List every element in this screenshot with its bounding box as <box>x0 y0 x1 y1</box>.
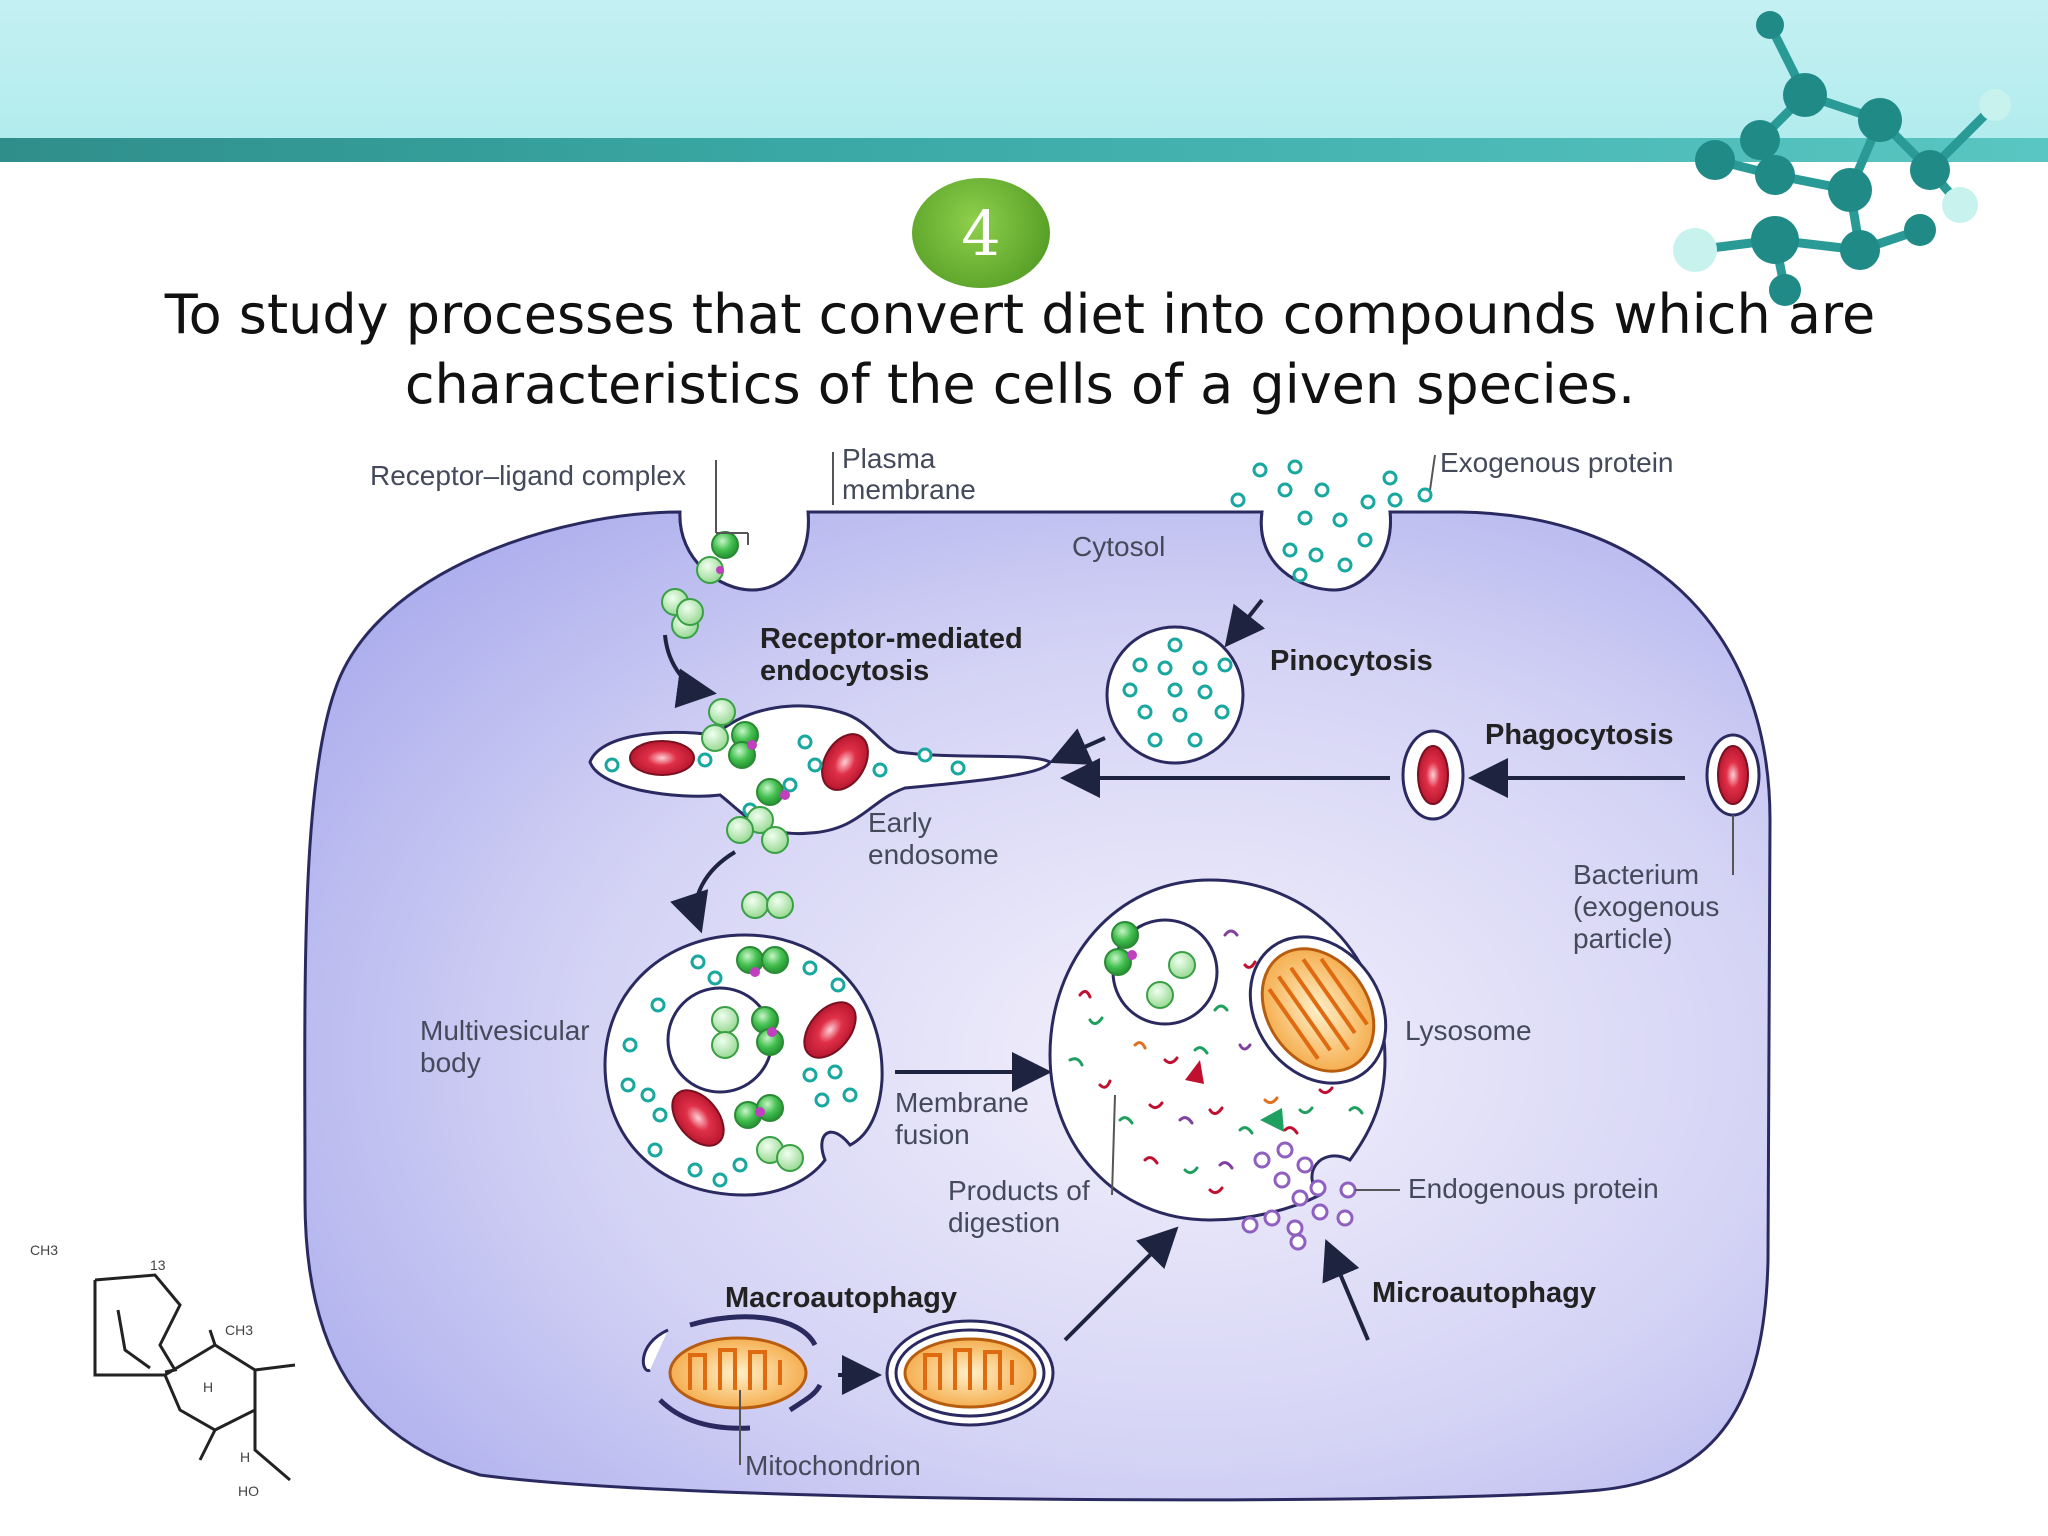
label-membrane-fusion-line-1: Membrane <box>895 1087 1029 1118</box>
exogenous-protein-particles <box>1230 459 1433 583</box>
slide-title-line-2: characteristics of the cells of a given … <box>404 353 1636 416</box>
early-endosome <box>588 698 1052 854</box>
slide-title-line-1: To study processes that convert diet int… <box>164 283 1876 346</box>
label-mvb-line-2: body <box>420 1047 481 1078</box>
slide-title: To study processes that convert diet int… <box>100 280 1940 420</box>
label-bacterium-line-1: Bacterium <box>1573 859 1699 890</box>
label-receptor-ligand-complex: Receptor–ligand complex <box>370 460 686 491</box>
mitochondrion-isolation-membrane <box>641 1314 823 1431</box>
slide-number: 4 <box>961 196 1001 270</box>
autophagosome <box>885 1319 1055 1427</box>
label-rme-line-2: endocytosis <box>760 655 929 687</box>
label-cytosol: Cytosol <box>1072 531 1165 562</box>
label-microautophagy: Microautophagy <box>1372 1277 1596 1309</box>
svg-text:H: H <box>240 1449 250 1465</box>
slide-number-badge: 4 <box>912 178 1050 288</box>
arrow-pinocytosis-entry <box>1224 598 1266 648</box>
label-lysosome: Lysosome <box>1405 1015 1532 1046</box>
arrow-endosome-to-mvb <box>670 850 737 934</box>
label-mvb-line-1: Multivesicular <box>420 1015 590 1046</box>
svg-text:CH3: CH3 <box>30 1242 58 1258</box>
arrow-pinocytosis-to-endosome <box>1049 728 1106 765</box>
header-band <box>0 0 2048 140</box>
svg-text:CH3: CH3 <box>225 1322 253 1338</box>
label-mitochondrion: Mitochondrion <box>745 1450 921 1481</box>
label-membrane-fusion-line-2: fusion <box>895 1119 970 1150</box>
lysosome <box>1048 878 1388 1222</box>
arrow-microautophagy <box>1322 1238 1370 1341</box>
bacterium-outside <box>1705 733 1761 817</box>
label-products-line-1: Products of <box>948 1175 1090 1206</box>
label-endogenous-protein: Endogenous protein <box>1408 1173 1659 1204</box>
label-pinocytosis: Pinocytosis <box>1270 645 1433 677</box>
pinocytic-vesicle <box>1105 625 1245 765</box>
label-plasma-membrane-line-2: membrane <box>842 474 976 505</box>
multivesicular-body <box>603 891 884 1197</box>
arrow-macroautophagy-to-lysosome <box>1063 1226 1179 1342</box>
svg-text:H: H <box>203 1379 213 1395</box>
pinocytosis-pit <box>1259 511 1392 592</box>
label-macroautophagy: Macroautophagy <box>725 1282 957 1314</box>
label-bacterium-line-2: (exogenous <box>1573 891 1719 922</box>
phagosome <box>1401 729 1465 821</box>
label-plasma-membrane-line-1: Plasma <box>842 443 936 474</box>
label-rme-line-1: Receptor-mediated <box>760 623 1023 655</box>
label-products-line-2: digestion <box>948 1207 1060 1238</box>
endogenous-protein-particles <box>1241 1141 1357 1251</box>
svg-text:13: 13 <box>150 1257 166 1273</box>
label-exogenous-protein: Exogenous protein <box>1440 447 1674 478</box>
label-phagocytosis: Phagocytosis <box>1485 719 1674 751</box>
arrow-rme-to-endosome <box>663 634 717 709</box>
receptor-ligand-complex-pit <box>661 531 739 639</box>
label-early-endosome-line-1: Early <box>868 807 932 838</box>
label-early-endosome-line-2: endosome <box>868 839 999 870</box>
steroid-structure-decoration <box>93 1273 296 1482</box>
label-bacterium-line-3: particle) <box>1573 923 1673 954</box>
svg-text:HO: HO <box>238 1483 259 1499</box>
